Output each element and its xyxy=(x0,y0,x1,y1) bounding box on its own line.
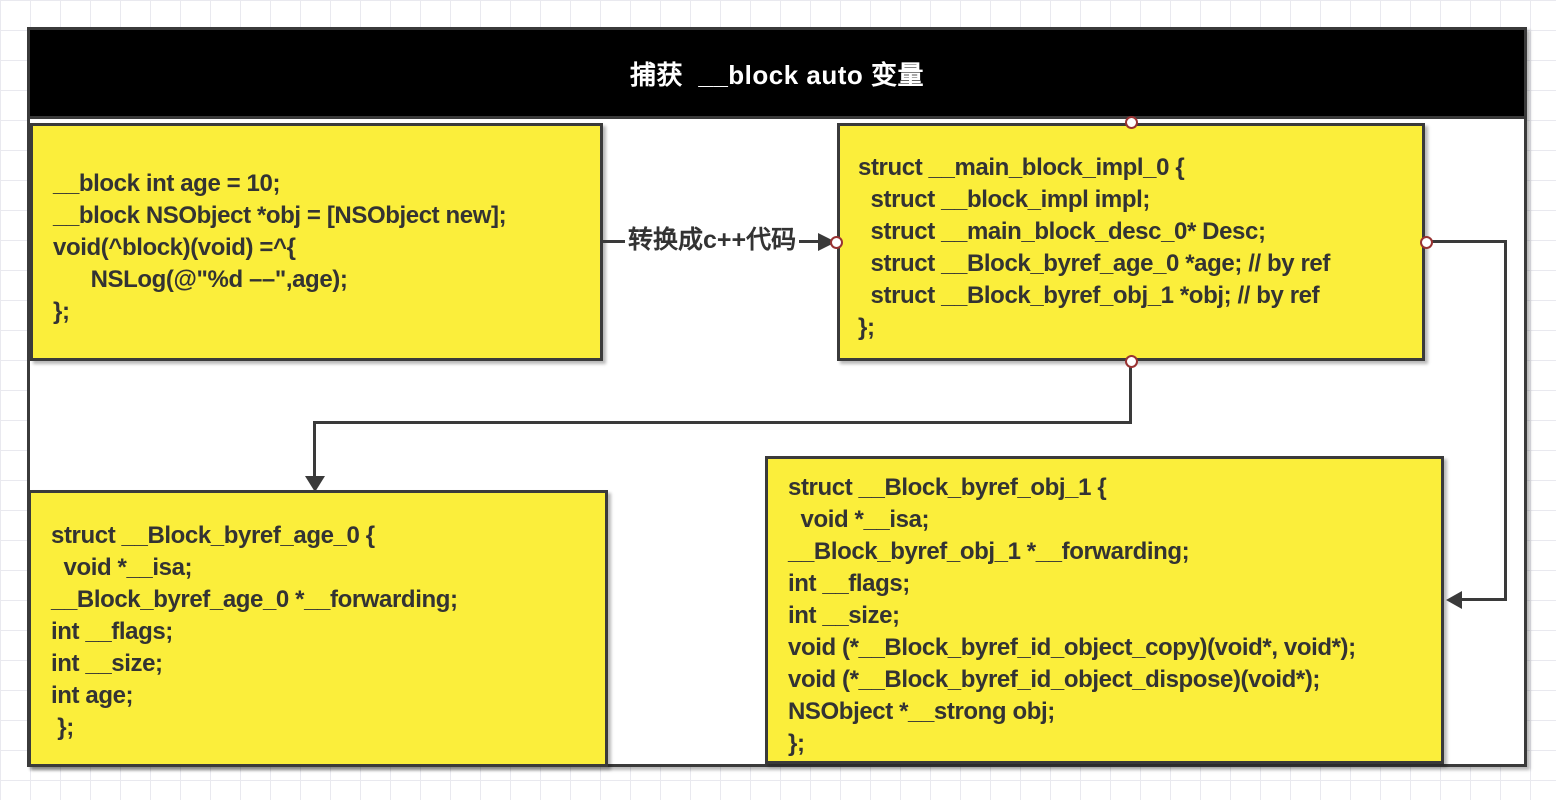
connector-obj-arrowhead-icon xyxy=(1446,591,1462,609)
connector-obj-horizontal-bottom xyxy=(1461,598,1507,601)
node-main-block-impl-struct: struct __main_block_impl_0 { struct __bl… xyxy=(837,123,1425,361)
code-line: NSObject *__strong obj; xyxy=(788,698,1055,725)
code-line: struct __Block_byref_age_0 { xyxy=(51,522,375,549)
code-line: int __flags; xyxy=(788,570,910,597)
connector-age-arrowhead-icon xyxy=(305,476,325,492)
diagram-title: 捕获 __block auto 变量 xyxy=(629,59,925,90)
code-line: }; xyxy=(53,298,70,325)
code-line: void *__isa; xyxy=(788,506,930,533)
code-line: void *__isa; xyxy=(51,554,193,581)
code-line: struct __block_impl impl; xyxy=(858,186,1151,213)
code-line: }; xyxy=(51,714,74,741)
code-line: __block NSObject *obj = [NSObject new]; xyxy=(53,202,507,229)
code-line: NSLog(@"%d ––",age); xyxy=(53,266,348,293)
node-block-byref-obj-struct: struct __Block_byref_obj_1 { void *__isa… xyxy=(765,456,1444,764)
diagram-title-bar: 捕获 __block auto 变量 xyxy=(27,27,1527,119)
convert-arrow-label: 转换成c++代码 xyxy=(625,224,800,256)
code-line: int __size; xyxy=(51,650,163,677)
code-line: struct __Block_byref_obj_1 *obj; // by r… xyxy=(858,282,1320,309)
connector-obj-vertical xyxy=(1504,240,1507,601)
connector-age-horizontal xyxy=(313,421,1132,424)
code-line: struct __Block_byref_obj_1 { xyxy=(788,474,1107,501)
connection-port-left xyxy=(829,235,843,249)
node-objc-source-code: __block int age = 10; __block NSObject *o… xyxy=(30,123,603,361)
code-line: void (*__Block_byref_id_object_dispose)(… xyxy=(788,666,1321,693)
code-line: struct __main_block_desc_0* Desc; xyxy=(858,218,1266,245)
code-line: __Block_byref_obj_1 *__forwarding; xyxy=(788,538,1190,565)
code-line: int __size; xyxy=(788,602,900,629)
code-line: void(^block)(void) =^{ xyxy=(53,234,296,261)
connector-obj-horizontal-top xyxy=(1425,240,1507,243)
code-line: struct __Block_byref_age_0 *age; // by r… xyxy=(858,250,1331,277)
connector-age-vertical-bottom xyxy=(313,421,316,478)
code-line: }; xyxy=(858,314,875,341)
connector-age-vertical-top xyxy=(1129,361,1132,424)
code-line: void (*__Block_byref_id_object_copy)(voi… xyxy=(788,634,1356,661)
code-line: __Block_byref_age_0 *__forwarding; xyxy=(51,586,458,613)
connection-port-right xyxy=(1419,235,1433,249)
code-line: int age; xyxy=(51,682,134,709)
code-line: int __flags; xyxy=(51,618,173,645)
code-line: }; xyxy=(788,730,805,757)
connection-port-bottom xyxy=(1124,354,1138,368)
code-line: struct __main_block_impl_0 { xyxy=(858,154,1185,181)
connection-port-top xyxy=(1124,115,1138,129)
code-line: __block int age = 10; xyxy=(53,170,281,197)
node-block-byref-age-struct: struct __Block_byref_age_0 { void *__isa… xyxy=(28,490,608,767)
